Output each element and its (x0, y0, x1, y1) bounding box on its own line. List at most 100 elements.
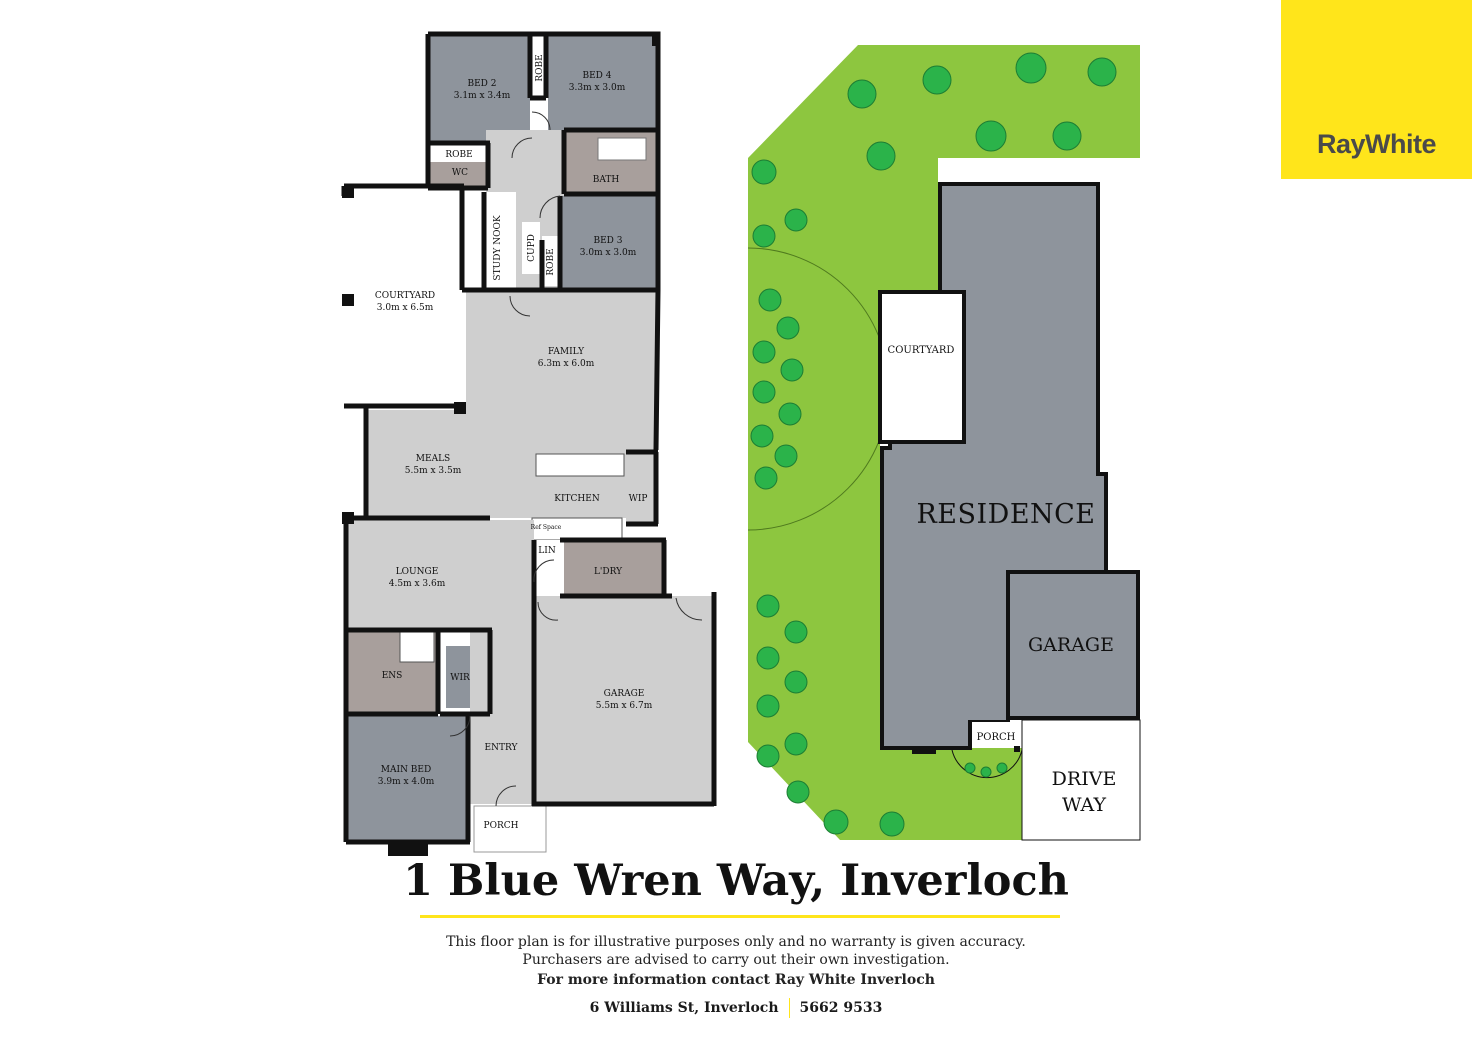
post-mark-1 (342, 186, 354, 198)
tree-icon (922, 65, 952, 95)
ensuite-shower (399, 631, 435, 663)
tree-icon (750, 424, 774, 448)
tree-icon (786, 780, 810, 804)
post-mark-5 (652, 36, 660, 46)
room-size-family: 6.3m x 6.0m (538, 359, 595, 369)
room-size-bed-4: 3.3m x 3.0m (569, 83, 626, 93)
tree-icon (758, 288, 782, 312)
room-label-bath: BATH (593, 175, 620, 185)
room-label-ref-space: Ref Space (531, 524, 562, 531)
room-label-cupd: CUPD (527, 234, 537, 262)
property-address: 1 Blue Wren Way, Inverloch (403, 856, 1069, 906)
ray-white-logo-text: RayWhite (1316, 129, 1437, 159)
room-label-robe-bed3: ROBE (546, 248, 556, 275)
site-label-garage: GARAGE (1028, 634, 1114, 656)
site-porch (972, 722, 1020, 748)
tree-icon (879, 811, 905, 837)
tree-icon (752, 340, 776, 364)
site-label-driveway-1: DRIVE (1052, 768, 1117, 790)
floor-plan-walls (341, 31, 717, 845)
office-address: 6 Williams St, Inverloch (589, 1000, 779, 1016)
tree-icon (784, 620, 808, 644)
tree-icon (866, 141, 896, 171)
lawn (748, 45, 1140, 840)
tree-icon (756, 594, 780, 618)
room-label-robe-bed2: ROBE (445, 150, 472, 160)
courtyard-area (344, 188, 464, 406)
room-label-courtyard: COURTYARD (375, 291, 435, 301)
tree-icon (784, 670, 808, 694)
room-size-main-bed: 3.9m x 4.0m (378, 777, 435, 787)
bed-3-room (562, 196, 656, 288)
study-nook (486, 192, 516, 290)
room-label-meals: MEALS (416, 454, 450, 464)
room-label-garage: GARAGE (604, 689, 645, 699)
room-label-bed-4: BED 4 (583, 71, 612, 81)
room-size-lounge: 4.5m x 3.6m (389, 579, 446, 589)
floor-plan: BED 2 3.1m x 3.4m BED 4 3.3m x 3.0m ROBE… (341, 31, 717, 856)
site-marker (912, 746, 936, 754)
contact-prompt: For more information contact Ray White I… (537, 972, 935, 988)
contact-divider (788, 998, 790, 1018)
room-size-bed-2: 3.1m x 3.4m (454, 91, 511, 101)
address-underline (420, 915, 1060, 918)
tree-icon (752, 380, 776, 404)
tree-icon (980, 766, 992, 778)
entry-hall (470, 600, 534, 804)
room-label-family: FAMILY (548, 347, 585, 357)
tree-icon (784, 732, 808, 756)
robe-bed2 (430, 144, 486, 162)
room-size-meals: 5.5m x 3.5m (405, 466, 462, 476)
bed-2-room (430, 36, 530, 142)
tree-icon (1087, 57, 1117, 87)
post-mark-4 (342, 512, 354, 524)
room-label-main-bed: MAIN BED (381, 765, 431, 775)
robe-bed3 (542, 236, 560, 286)
tree-icon (1052, 121, 1082, 151)
site-label-courtyard: COURTYARD (888, 345, 955, 356)
tree-icon (756, 646, 780, 670)
tree-icon (756, 744, 780, 768)
main-bed-room (348, 716, 468, 840)
room-label-ens: ENS (382, 671, 403, 681)
door-swings (449, 111, 703, 807)
laundry-room (564, 540, 664, 596)
site-garage (1006, 570, 1140, 720)
tree-icon (752, 224, 776, 248)
cupboard (522, 222, 540, 274)
room-label-robe-bed4: ROBE (535, 54, 545, 81)
porch-floor (473, 805, 547, 853)
tree-icon (776, 316, 800, 340)
room-label-entry: ENTRY (485, 743, 519, 753)
room-label-wip: WIP (629, 494, 648, 504)
office-phone: 5662 9533 (799, 1000, 883, 1016)
tree-icon (778, 402, 802, 426)
tree-icon (780, 358, 804, 382)
room-size-bed-3: 3.0m x 3.0m (580, 248, 637, 258)
room-label-laundry: L'DRY (594, 567, 623, 577)
kitchen-bench (535, 453, 625, 477)
contact-details: 6 Williams St, Inverloch 5662 9533 (0, 998, 1472, 1018)
garage-room (536, 596, 712, 804)
room-label-study-nook: STUDY NOOK (493, 215, 503, 280)
room-size-garage: 5.5m x 6.7m (596, 701, 653, 711)
tree-icon (964, 762, 976, 774)
tree-icon (751, 159, 777, 185)
site-courtyard (878, 290, 966, 444)
tree-icon (1015, 52, 1047, 84)
post-mark-2 (342, 294, 354, 306)
tree-icon (784, 208, 808, 232)
site-label-driveway-2: WAY (1062, 794, 1107, 816)
tree-icon (847, 79, 877, 109)
room-size-courtyard: 3.0m x 6.5m (377, 303, 434, 313)
site-label-porch: PORCH (977, 732, 1016, 743)
room-label-lin: LIN (538, 546, 556, 556)
wip-room (626, 454, 658, 524)
post-mark-3 (454, 402, 466, 414)
tree-icon (823, 809, 849, 835)
room-label-bed-2: BED 2 (468, 79, 497, 89)
site-plan: COURTYARD RESIDENCE GARAGE PORCH DRIVE W… (747, 45, 1141, 841)
disclaimer-line-1: This floor plan is for illustrative purp… (446, 934, 1026, 950)
bathtub (597, 137, 647, 161)
tree-icon (754, 466, 778, 490)
